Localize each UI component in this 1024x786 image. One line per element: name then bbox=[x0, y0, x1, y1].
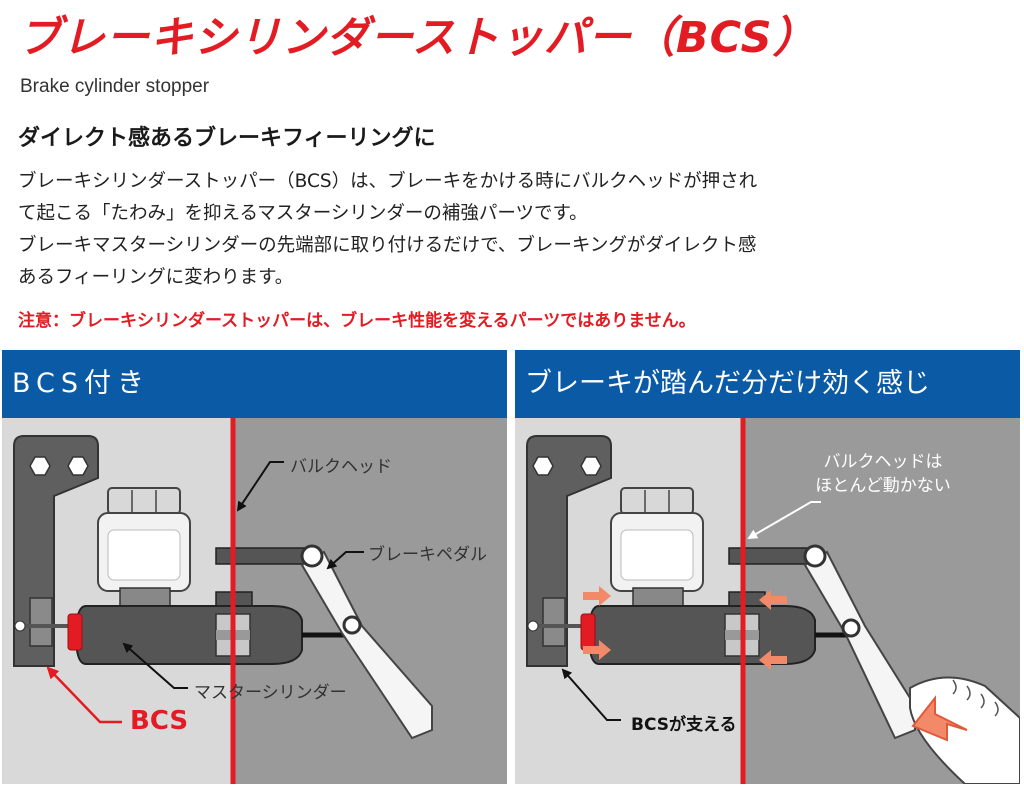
stopper-plate bbox=[29, 597, 53, 647]
bcs-support-pointer bbox=[561, 668, 621, 721]
bulkhead-pointer bbox=[236, 461, 284, 512]
label-brake-pedal: ブレーキペダル bbox=[368, 545, 487, 565]
bracket-bolt bbox=[532, 456, 554, 476]
force-arrow-icon bbox=[759, 650, 787, 670]
master-cylinder bbox=[74, 605, 303, 665]
pedal-bracket bbox=[215, 547, 307, 565]
reservoir-cap bbox=[620, 487, 694, 515]
pedal-pivot bbox=[803, 544, 827, 568]
press-arrow-icon bbox=[911, 695, 968, 742]
label-bulkhead: バルクヘッド bbox=[290, 457, 392, 477]
page-title: ブレーキシリンダーストッパー（BCS） bbox=[18, 13, 817, 63]
master-cylinder bbox=[587, 605, 816, 665]
master-cylinder-pointer bbox=[122, 642, 188, 689]
label-bulkhead-line2: ほとんど動かない bbox=[815, 476, 951, 496]
bracket-bolt bbox=[580, 456, 602, 476]
label-master-cylinder: マスターシリンダー bbox=[194, 683, 347, 703]
force-arrow-icon bbox=[759, 590, 787, 610]
force-arrow-icon bbox=[583, 640, 611, 660]
panel-title-with-bcs: BCS付き bbox=[2, 350, 507, 418]
bulkhead-pointer bbox=[747, 501, 821, 540]
caution-note: 注意：ブレーキシリンダーストッパーは、ブレーキ性能を変えるパーツではありません。 bbox=[18, 311, 696, 331]
description-line: ブレーキシリンダーストッパー（BCS）は、ブレーキをかける時にバルクヘッドが押さ… bbox=[18, 171, 758, 192]
description-text: ブレーキシリンダーストッパー（BCS）は、ブレーキをかける時にバルクヘッドが押さ… bbox=[18, 166, 1020, 294]
stopper-bolt-head bbox=[14, 620, 26, 632]
panel-with-bcs: BCS付き bbox=[2, 350, 507, 784]
page-subtitle: Brake cylinder stopper bbox=[20, 76, 210, 97]
bracket-bolt bbox=[29, 456, 51, 476]
panel-title-effect: ブレーキが踏んだ分だけ効く感じ bbox=[515, 350, 1020, 418]
bulkhead-area bbox=[232, 418, 507, 784]
brake-diagram-effect bbox=[526, 418, 1020, 784]
stopper-plate bbox=[542, 597, 566, 647]
force-arrow-icon bbox=[583, 586, 611, 606]
reservoir-cap bbox=[107, 487, 181, 515]
stopper-bolt-head bbox=[527, 620, 539, 632]
description-line: て起こる「たわみ」を抑えるマスターシリンダーの補強パーツです。 bbox=[18, 203, 588, 224]
label-bcs-support: BCSが支える bbox=[631, 715, 737, 735]
description-line: あるフィーリングに変わります。 bbox=[18, 267, 294, 288]
label-bulkhead-line1: バルクヘッドは bbox=[823, 452, 943, 472]
section-heading: ダイレクト感あるブレーキフィーリングに bbox=[18, 126, 436, 151]
description-line: ブレーキマスターシリンダーの先端部に取り付けるだけで、ブレーキングがダイレクト感 bbox=[18, 235, 757, 256]
bcs-part bbox=[580, 613, 596, 651]
bracket-bolt bbox=[67, 456, 89, 476]
label-bcs: BCS bbox=[130, 706, 189, 736]
pedal-pointer bbox=[326, 551, 364, 570]
bcs-pointer bbox=[46, 666, 122, 724]
bcs-part bbox=[67, 613, 83, 651]
panel-brake-effect: ブレーキが踏んだ分だけ効く感じ bbox=[515, 350, 1020, 784]
pedal-pivot bbox=[300, 544, 324, 568]
brake-diagram-with-bcs bbox=[13, 418, 507, 784]
